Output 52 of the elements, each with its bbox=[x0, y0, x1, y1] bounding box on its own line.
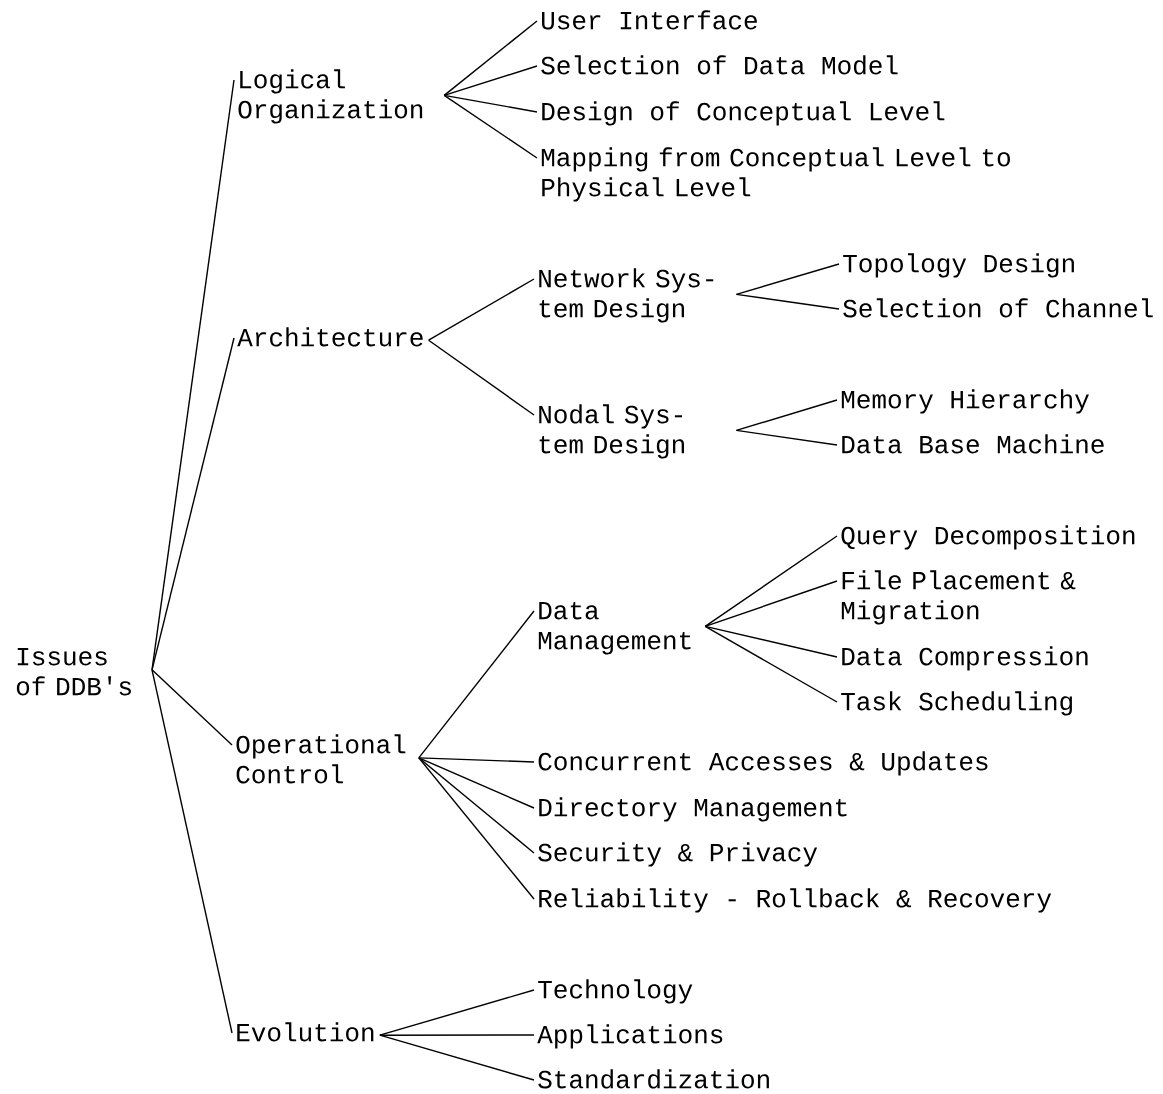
topic-label: Issues of DDB's bbox=[16, 648, 131, 696]
branch-line bbox=[418, 757, 535, 809]
branch-line bbox=[704, 580, 838, 628]
branch-line bbox=[379, 1034, 535, 1036]
topic-label: Selection of Data Model bbox=[541, 55, 898, 75]
branch-line bbox=[427, 278, 535, 341]
topic-label: Selection of Channel bbox=[843, 298, 1153, 318]
topic-label: Architecture bbox=[237, 327, 423, 347]
topic-label: Task Scheduling bbox=[841, 691, 1072, 716]
topic-label: Logical Organization bbox=[238, 69, 423, 124]
branch-line bbox=[443, 94, 538, 113]
topic-label: File Placement & Migration bbox=[841, 570, 1076, 625]
topic-label: Data Management bbox=[538, 601, 691, 655]
topic-label: Data Base Machine bbox=[842, 434, 1104, 454]
topic-label: Network Sys- tem Design bbox=[539, 268, 714, 323]
topic-label: Mapping from Conceptual Level to Physical Level bbox=[541, 147, 1010, 202]
topic-label: Concurrent Accesses & Updates bbox=[538, 751, 988, 776]
branch-line bbox=[151, 669, 233, 746]
topic-label: Applications bbox=[537, 1024, 723, 1049]
topic-label: Memory Hierarchy bbox=[841, 389, 1089, 414]
branch-line bbox=[443, 20, 538, 97]
branch-line bbox=[704, 535, 838, 628]
branch-line bbox=[418, 757, 535, 900]
topic-label: Technology bbox=[538, 979, 693, 1004]
branch-line bbox=[704, 625, 838, 658]
branch-line bbox=[443, 65, 538, 97]
topic-label: User Interface bbox=[542, 10, 757, 30]
branch-line bbox=[735, 263, 840, 296]
topic-label: Topology Design bbox=[843, 253, 1074, 278]
branch-line bbox=[151, 337, 235, 671]
branch-line bbox=[735, 293, 840, 310]
topic-label: Evolution bbox=[237, 1022, 374, 1042]
branch-line bbox=[151, 669, 233, 1034]
branch-line bbox=[418, 757, 535, 854]
topic-label: Design of Conceptual Level bbox=[542, 101, 945, 126]
topic-label: Reliability - Rollback & Recovery bbox=[539, 888, 1052, 913]
branch-line bbox=[735, 399, 838, 432]
branch-line bbox=[151, 79, 235, 671]
branch-line bbox=[427, 339, 535, 416]
topic-label: Directory Management bbox=[539, 797, 847, 822]
branch-line bbox=[379, 1034, 535, 1081]
branch-line bbox=[704, 625, 838, 703]
branch-line bbox=[735, 429, 838, 446]
topic-label: Security & Privacy bbox=[538, 842, 818, 867]
topic-label: Standardization bbox=[538, 1069, 769, 1089]
branch-line bbox=[443, 94, 538, 159]
topic-label: Data Compression bbox=[842, 646, 1088, 671]
branch-line bbox=[418, 757, 535, 763]
topic-label: Query Decomposition bbox=[841, 525, 1135, 550]
topic-label: Nodal Sys- tem Design bbox=[539, 404, 684, 459]
topic-label: Operational Control bbox=[236, 734, 406, 784]
branch-line bbox=[418, 610, 535, 759]
